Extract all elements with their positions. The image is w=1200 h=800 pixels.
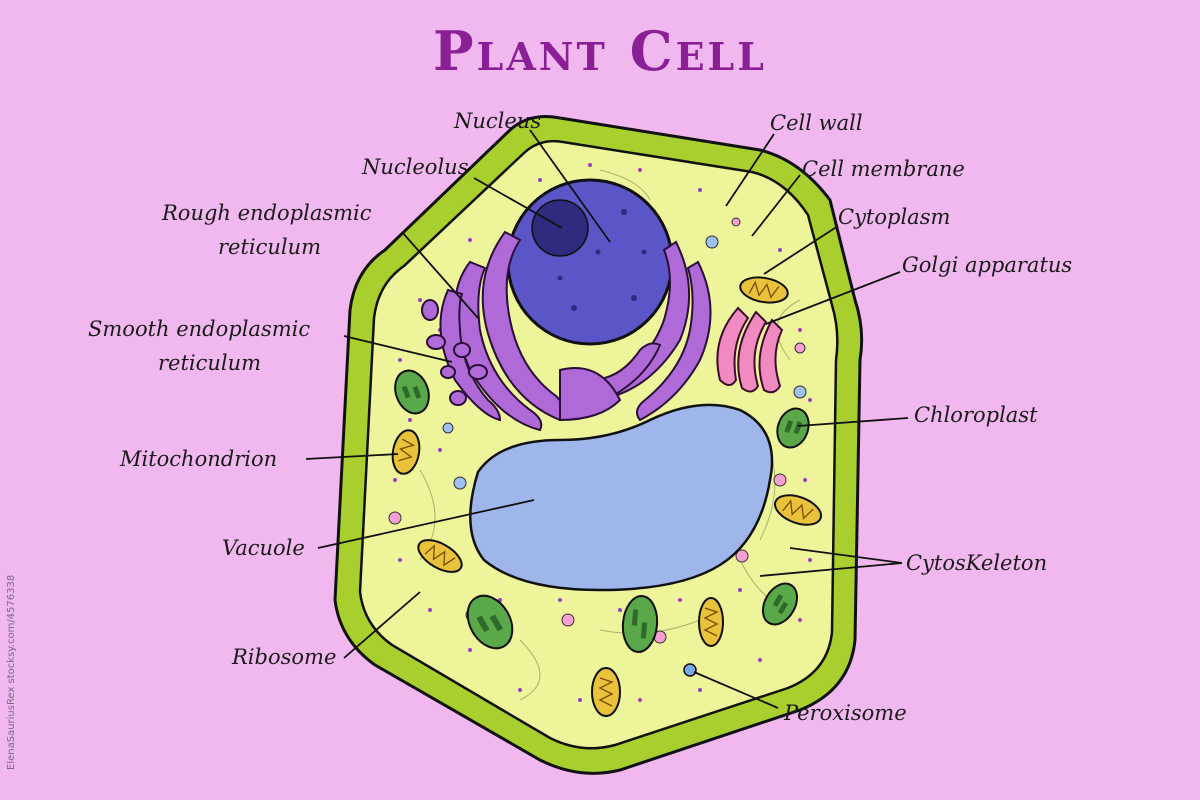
label-rough-er-line2: reticulum — [218, 235, 321, 259]
golgi-apparatus — [716, 306, 784, 394]
credit-text: ElenaSauriusRex stocksy.com/4576338 — [6, 575, 17, 770]
rough-endoplasmic-reticulum-right — [559, 240, 712, 422]
nucleus — [506, 178, 674, 346]
smooth-endoplasmic-reticulum — [421, 299, 488, 406]
label-nucleolus: Nucleolus — [361, 155, 469, 179]
label-cell-membrane: Cell membrane — [802, 157, 965, 181]
peroxisome — [683, 663, 697, 677]
label-smooth-er-line2: reticulum — [158, 351, 261, 375]
mitochondria — [391, 276, 822, 717]
vacuole — [469, 403, 774, 592]
label-cell-wall: Cell wall — [770, 111, 863, 135]
label-smooth-er-line1: Smooth endoplasmic — [88, 317, 310, 341]
label-nucleus: Nucleus — [453, 109, 541, 133]
label-cytoskeleton: CytosKeleton — [906, 551, 1047, 575]
label-vacuole: Vacuole — [222, 536, 305, 560]
page-title: Plant Cell — [433, 19, 767, 83]
label-mitochondrion: Mitochondrion — [119, 447, 277, 471]
label-cytoplasm: Cytoplasm — [838, 205, 950, 229]
label-chloroplast: Chloroplast — [914, 403, 1038, 427]
leader-lines — [305, 129, 909, 709]
label-rough-er-line1: Rough endoplasmic — [161, 201, 372, 225]
label-peroxisome: Peroxisome — [783, 701, 907, 725]
vesicles — [388, 217, 807, 644]
label-ribosome: Ribosome — [231, 645, 336, 669]
label-golgi: Golgi apparatus — [902, 253, 1072, 277]
nucleolus — [531, 199, 589, 257]
chloroplasts — [394, 369, 810, 653]
